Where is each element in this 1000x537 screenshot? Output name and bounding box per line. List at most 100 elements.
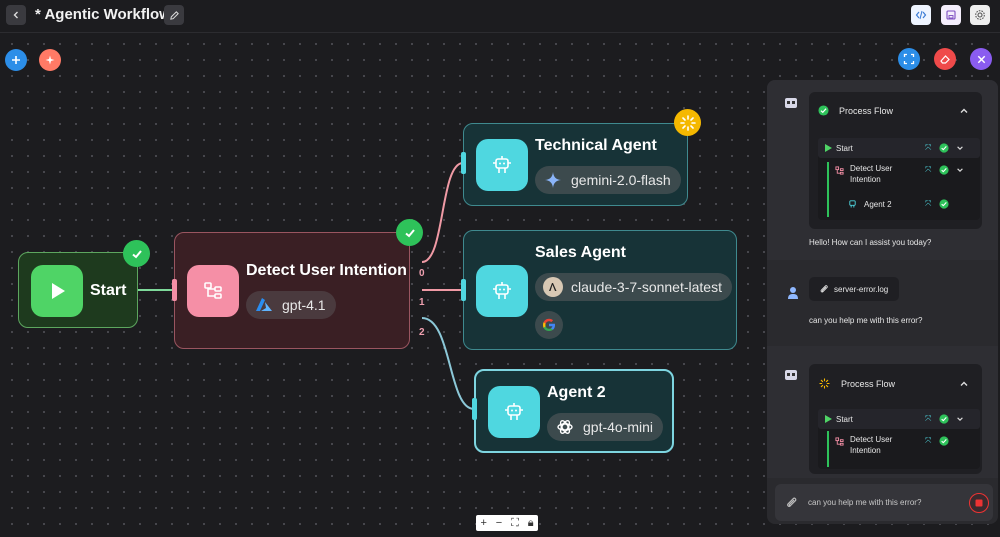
flow-title: Process Flow — [839, 106, 894, 116]
play-icon — [825, 144, 832, 152]
edge-detect-technical — [421, 162, 464, 263]
model-name: gemini-2.0-flash — [571, 172, 671, 188]
back-button[interactable] — [6, 5, 26, 25]
check-circle-icon — [939, 165, 949, 175]
input-handle-detect[interactable] — [172, 279, 177, 301]
input-handle-sales[interactable] — [461, 279, 466, 301]
gemini-icon — [543, 170, 563, 190]
robot-icon — [476, 265, 528, 317]
model-name: claude-3-7-sonnet-latest — [571, 279, 722, 295]
play-icon — [825, 415, 832, 423]
edit-title-button[interactable] — [164, 5, 184, 25]
chat-panel: Process Flow Start ⤧ Detect User Intenti… — [767, 80, 998, 524]
chevron-down-icon[interactable] — [956, 415, 964, 423]
user-message-text: can you help me with this error? — [809, 316, 923, 325]
input-handle-agent2[interactable] — [472, 398, 477, 420]
close-panel-button[interactable] — [970, 48, 992, 70]
technical-node-title: Technical Agent — [535, 137, 657, 154]
gear-icon — [975, 10, 985, 20]
attachment-chip[interactable]: server-error.log — [809, 277, 899, 301]
robot-icon — [476, 139, 528, 191]
check-circle-icon — [939, 436, 949, 446]
port-label-2: 2 — [419, 327, 425, 338]
attachment-name: server-error.log — [834, 285, 889, 294]
process-flow-card: Process Flow Start ⤧ Detect User Intenti… — [809, 364, 982, 474]
model-chip-sales[interactable]: claude-3-7-sonnet-latest — [535, 273, 732, 301]
check-icon — [123, 240, 150, 267]
process-flow-card: Process Flow Start ⤧ Detect User Intenti… — [809, 92, 982, 229]
fit-view-button[interactable] — [898, 48, 920, 70]
clear-button[interactable] — [934, 48, 956, 70]
sales-node-title: Sales Agent — [535, 244, 626, 261]
chat-input[interactable]: can you help me with this error? — [808, 498, 922, 507]
robot-icon — [488, 386, 540, 438]
chevron-up-icon[interactable] — [959, 106, 969, 116]
port-label-0: 0 — [419, 268, 425, 279]
branch-icon — [187, 265, 239, 317]
expand-icon[interactable]: ⤧ — [925, 414, 932, 423]
technical-agent-node[interactable]: Technical Agent gemini-2.0-flash — [463, 123, 688, 206]
fit-view-icon[interactable]: ⛶ — [511, 516, 519, 529]
eraser-icon — [940, 55, 950, 64]
save-button[interactable] — [941, 5, 961, 25]
expand-icon[interactable]: ⤧ — [925, 436, 932, 445]
expand-icon[interactable]: ⤧ — [925, 199, 932, 208]
bot-greeting: Hello! How can I assist you today? — [809, 238, 932, 247]
step-label: Start — [836, 144, 853, 153]
settings-button[interactable] — [970, 5, 990, 25]
user-message: server-error.log can you help me with th… — [767, 262, 998, 342]
top-bar: * Agentic Workflow — [0, 0, 1000, 33]
bot-message-2: Process Flow Start ⤧ Detect User Intenti… — [767, 346, 998, 478]
play-icon — [31, 265, 83, 317]
detect-node-title: Detect User Intention — [246, 262, 407, 279]
anthropic-icon — [543, 277, 563, 297]
attach-icon[interactable] — [785, 496, 798, 509]
agent2-node[interactable]: Agent 2 gpt-4o-mini — [474, 369, 674, 453]
azure-icon — [254, 295, 274, 315]
save-icon — [946, 10, 956, 20]
sales-agent-node[interactable]: Sales Agent claude-3-7-sonnet-latest — [463, 230, 737, 350]
page-title: * Agentic Workflow — [35, 6, 171, 23]
model-chip-technical[interactable]: gemini-2.0-flash — [535, 166, 681, 194]
model-chip-agent2[interactable]: gpt-4o-mini — [547, 413, 664, 441]
expand-icon — [903, 53, 915, 65]
bot-message-1: Process Flow Start ⤧ Detect User Intenti… — [767, 80, 998, 260]
detect-intention-node[interactable]: Detect User Intention gpt-4.1 — [174, 232, 410, 349]
branch-icon — [835, 437, 844, 446]
google-chip-sales[interactable] — [535, 311, 563, 339]
zoom-out-icon[interactable]: − — [495, 516, 503, 529]
code-button[interactable] — [911, 5, 931, 25]
model-chip-detect[interactable]: gpt-4.1 — [246, 291, 336, 319]
chevron-up-icon[interactable] — [959, 379, 969, 389]
chevron-down-icon[interactable] — [956, 144, 964, 152]
ai-generate-button[interactable] — [39, 49, 61, 71]
step-label: Detect User Intention — [850, 435, 893, 455]
bot-avatar-icon — [785, 98, 797, 108]
add-node-button[interactable] — [5, 49, 27, 71]
agent2-node-title: Agent 2 — [547, 384, 606, 401]
tree-line — [827, 431, 829, 467]
code-icon — [915, 10, 927, 20]
chevron-left-icon — [13, 11, 18, 19]
plus-icon — [12, 56, 20, 64]
flow-steps: Start ⤧ Detect User Intention ⤧ Agent 2 … — [818, 138, 980, 220]
expand-icon[interactable]: ⤧ — [925, 143, 932, 152]
model-name: gpt-4o-mini — [583, 419, 654, 435]
zoom-in-icon[interactable]: + — [480, 516, 487, 529]
start-node[interactable]: Start — [18, 252, 138, 328]
user-avatar-icon — [788, 287, 798, 299]
flow-steps: Start ⤧ Detect User Intention ⤧ — [818, 409, 980, 469]
google-icon — [543, 318, 555, 331]
step-row-highlight — [818, 138, 980, 158]
expand-icon[interactable]: ⤧ — [925, 165, 932, 174]
input-handle-technical[interactable] — [461, 152, 466, 174]
chat-input-bar: can you help me with this error? — [775, 484, 993, 521]
check-icon — [396, 219, 423, 246]
edge-detect-agent2 — [421, 317, 475, 410]
chevron-down-icon[interactable] — [956, 166, 964, 174]
lock-icon[interactable]: 🔒︎ — [527, 516, 534, 529]
check-circle-icon — [939, 414, 949, 424]
port-label-1: 1 — [419, 297, 425, 308]
stop-button[interactable] — [969, 493, 989, 513]
step-row-highlight — [818, 409, 980, 429]
